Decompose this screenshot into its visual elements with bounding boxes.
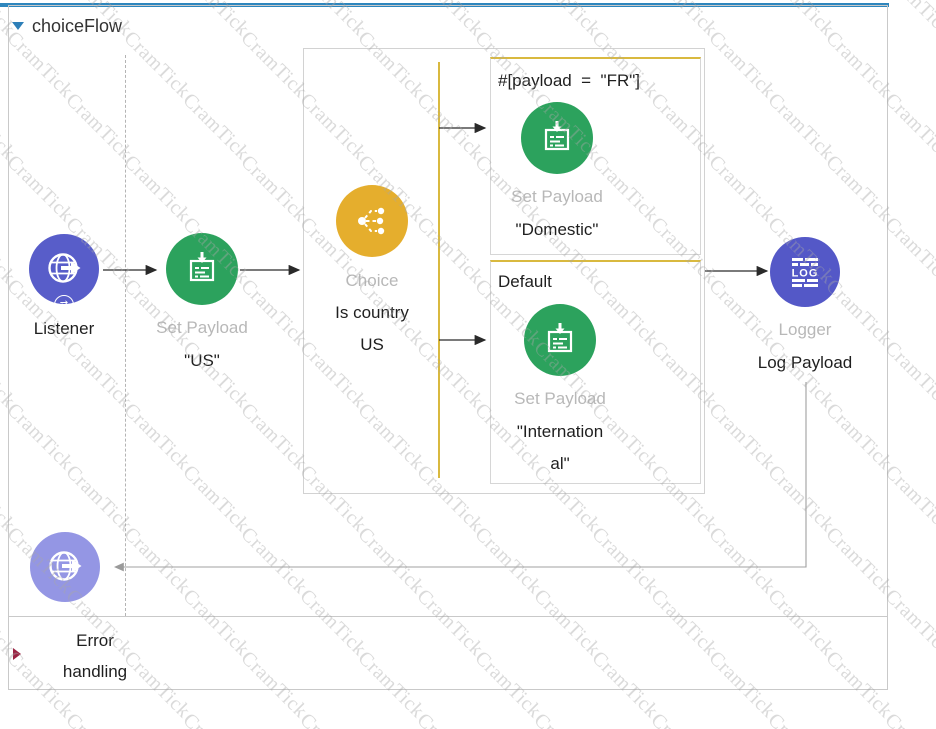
- node-set-payload-international[interactable]: Set Payload "Internation al": [490, 304, 630, 475]
- error-handling-section: Error handling: [8, 616, 888, 690]
- set-payload-domestic-type-label: Set Payload: [511, 187, 603, 206]
- log-lines-icon: LOG: [792, 258, 819, 287]
- watermark-text: CramTick: [880, 709, 936, 729]
- node-logger[interactable]: LOG Logger Log Payload: [735, 237, 875, 374]
- set-payload-international-value-line2: al": [550, 454, 570, 473]
- choice-name-line1: Is country: [335, 303, 409, 322]
- error-source-circle[interactable]: [30, 532, 100, 602]
- logger-icon-text: LOG: [792, 268, 819, 280]
- node-set-payload-domestic[interactable]: Set Payload "Domestic": [487, 102, 627, 241]
- node-listener[interactable]: ⇄ Listener: [0, 234, 134, 340]
- error-handling-label-line2: handling: [62, 662, 128, 681]
- watermark-text: CramTick: [529, 709, 604, 729]
- set-payload-us-type-label: Set Payload: [156, 318, 248, 337]
- sync-arrows-icon: ⇄: [54, 295, 74, 315]
- error-handling-label-line1: Error: [76, 631, 114, 650]
- watermark-text: CramTick: [880, 213, 936, 289]
- globe-arrow-icon: [48, 253, 81, 283]
- logger-name-label: Log Payload: [757, 353, 853, 372]
- default-branch-label: Default: [498, 272, 552, 291]
- set-payload-domestic-circle[interactable]: [521, 102, 593, 174]
- payload-document-icon: [547, 323, 573, 353]
- when-branch-box[interactable]: #[payload = "FR"]: [490, 57, 701, 255]
- payload-document-icon: [189, 252, 215, 282]
- flow-title: choiceFlow: [32, 15, 123, 36]
- logger-type-label: Logger: [778, 320, 832, 339]
- choice-name-line2: US: [360, 335, 384, 354]
- collapse-triangle-down-icon[interactable]: [12, 22, 24, 30]
- choice-circle[interactable]: [336, 185, 408, 257]
- flow-container: [8, 5, 888, 690]
- set-payload-international-value-line1: "Internation: [516, 422, 604, 441]
- expand-triangle-right-icon[interactable]: [13, 648, 21, 660]
- node-set-payload-us[interactable]: Set Payload "US": [132, 233, 272, 372]
- watermark-text: CramTick: [880, 337, 936, 413]
- watermark-text: CramTick: [61, 709, 137, 729]
- watermark-text: CramTick: [880, 89, 936, 165]
- watermark-text: CramTick: [178, 709, 253, 729]
- logger-circle[interactable]: LOG: [770, 237, 840, 307]
- payload-document-icon: [544, 121, 570, 151]
- set-payload-us-circle[interactable]: [166, 233, 238, 305]
- watermark-text: CramTick: [646, 709, 721, 729]
- watermark-text: CramTick: [295, 709, 370, 729]
- branch-nodes-icon: [358, 207, 385, 235]
- watermark-text: CramTick: [0, 709, 20, 729]
- watermark-text: CramTick: [412, 709, 487, 729]
- flow-header: choiceFlow: [12, 14, 122, 38]
- choice-router-line: [438, 62, 440, 478]
- node-choice[interactable]: Choice Is country US: [302, 185, 442, 356]
- watermark-text: CramTick: [763, 709, 838, 729]
- listener-name-label: Listener: [33, 319, 95, 338]
- globe-arrow-icon: [49, 551, 82, 581]
- listener-circle[interactable]: ⇄: [29, 234, 99, 315]
- source-separator-dashed-line: [125, 55, 126, 616]
- when-condition-expression: #[payload = "FR"]: [498, 71, 641, 90]
- set-payload-domestic-value-label: "Domestic": [515, 220, 599, 239]
- set-payload-us-value-label: "US": [184, 351, 220, 370]
- node-error-source[interactable]: [0, 532, 135, 602]
- set-payload-international-type-label: Set Payload: [514, 389, 606, 408]
- set-payload-international-circle[interactable]: [524, 304, 596, 376]
- watermark-text: CramTick: [880, 461, 936, 537]
- error-handling-label: Error handling: [30, 625, 160, 687]
- choice-type-label: Choice: [345, 271, 399, 290]
- watermark-text: CramTick: [880, 585, 936, 661]
